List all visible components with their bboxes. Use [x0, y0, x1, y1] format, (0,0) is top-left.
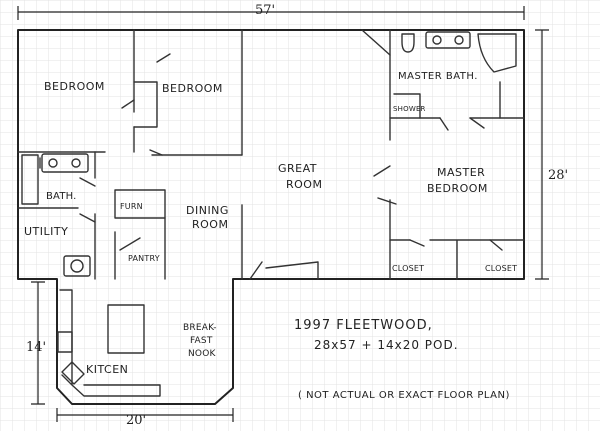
sink-bath: [41, 153, 89, 173]
door-master: [373, 165, 397, 205]
label-closet-2: CLOSET: [485, 264, 518, 273]
washer-drum: [70, 259, 84, 273]
outer-wall: [17, 29, 525, 405]
kitchen-sink: [61, 361, 85, 385]
label-shower: SHOWER: [393, 105, 426, 113]
master-vanity-bowl-1: [432, 35, 442, 45]
door-master-closet2: [489, 239, 503, 251]
dim-line-addition-depth: [31, 281, 45, 405]
label-dining-1: DINING: [186, 204, 229, 217]
master-vanity: [425, 31, 471, 49]
label-master-bedroom-2: BEDROOM: [427, 182, 488, 195]
dim-line-width: [17, 6, 525, 20]
door-master-bath2: [469, 117, 485, 129]
note-disclaimer: ( NOT ACTUAL OR EXACT FLOOR PLAN): [298, 390, 510, 401]
dimension-width: 57': [255, 3, 276, 18]
door-bedroom1: [121, 99, 135, 109]
note-size: 28x57 + 14x20 POD.: [314, 338, 459, 352]
label-master-bath: MASTER BATH.: [398, 71, 478, 82]
door-master-bath: [439, 117, 449, 131]
kitchen-stove: [57, 331, 73, 353]
label-great-room-1: GREAT: [278, 162, 318, 175]
label-breakfast-3: NOOK: [188, 349, 216, 359]
dimension-depth: 28': [548, 168, 569, 183]
label-furn: FURN: [120, 202, 143, 211]
label-bedroom-2: BEDROOM: [162, 82, 223, 95]
door-hall: [149, 149, 163, 156]
door-angle-master: [361, 29, 391, 56]
label-utility: UTILITY: [24, 225, 69, 238]
label-bath: BATH.: [46, 191, 77, 202]
note-title: 1997 FLEETWOOD,: [294, 318, 433, 333]
label-breakfast-1: BREAK-: [183, 323, 217, 333]
master-tub: [477, 33, 517, 73]
wall-closet: [133, 81, 158, 128]
door-bath: [79, 177, 96, 187]
dim-line-addition-width: [56, 408, 234, 422]
door-master-closet1: [409, 239, 425, 247]
door-pantry: [119, 237, 141, 251]
label-master-bedroom-1: MASTER: [437, 166, 486, 179]
label-dining-2: ROOM: [192, 218, 229, 231]
label-closet-1: CLOSET: [392, 264, 425, 273]
door-great-room-exit: [249, 261, 319, 280]
label-breakfast-2: FAST: [190, 336, 213, 346]
wall-closets: [389, 239, 525, 280]
master-toilet: [401, 33, 415, 53]
washer: [63, 255, 91, 277]
label-great-room-2: ROOM: [286, 178, 323, 191]
wall-tub: [21, 154, 39, 205]
dimension-addition-width: 20': [126, 413, 147, 428]
sink-bath-bowl-1: [48, 158, 58, 168]
dimension-addition-depth: 14': [26, 340, 47, 355]
label-kitchen: KITCEN: [86, 363, 129, 376]
door-utility: [79, 213, 96, 223]
door-bedroom2: [156, 53, 171, 63]
wall-shower: [393, 93, 421, 119]
label-bedroom-1: BEDROOM: [44, 80, 105, 93]
label-pantry: PANTRY: [128, 254, 160, 263]
kitchen-island: [107, 304, 145, 354]
dim-line-depth: [535, 29, 549, 280]
master-vanity-bowl-2: [454, 35, 464, 45]
sink-bath-bowl-2: [71, 158, 81, 168]
wall-pantry: [114, 217, 166, 280]
